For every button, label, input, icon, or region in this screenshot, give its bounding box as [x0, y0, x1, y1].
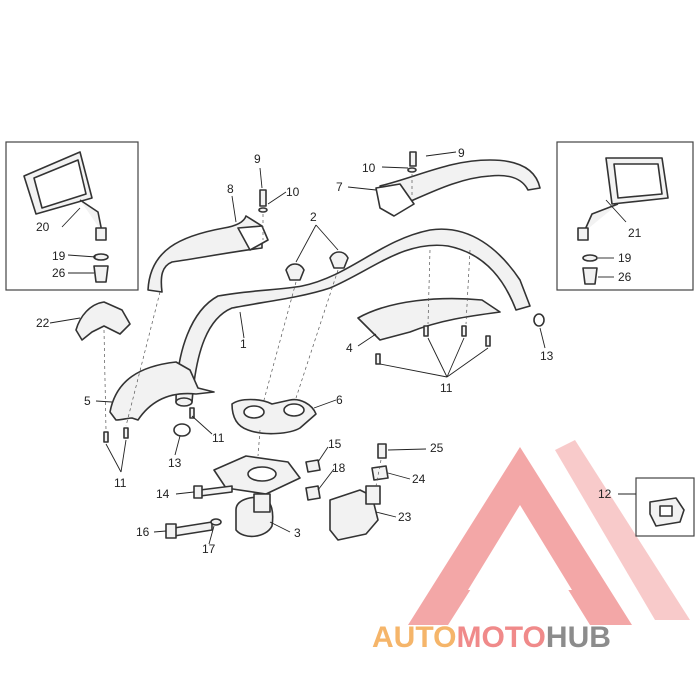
callout-12: 12 — [598, 487, 612, 501]
bolt-9-right — [409, 151, 417, 167]
callout-20: 20 — [36, 220, 50, 234]
right-mirror — [577, 157, 669, 241]
upper-right-handlebar — [379, 159, 541, 205]
left-mirror-inset-box — [5, 141, 139, 291]
callout-11-right: 11 — [440, 381, 453, 395]
riser-post — [253, 493, 271, 513]
callout-25: 25 — [430, 441, 444, 455]
washer-17 — [210, 518, 222, 526]
bolt-9-left — [259, 189, 267, 207]
callout-8: 8 — [227, 182, 234, 196]
handlebar-clamp-b — [329, 251, 349, 269]
callout-15: 15 — [328, 437, 342, 451]
left-handlebar-clamp — [237, 225, 269, 251]
assembly-lines — [103, 174, 471, 487]
left-mirror — [23, 151, 107, 241]
right-mirror-nut — [582, 254, 598, 285]
callout-18: 18 — [332, 461, 346, 475]
callout-labels: 20 19 26 22 8 9 10 2 7 10 9 21 19 26 1 4… — [36, 146, 642, 556]
handlebar-clamp-a — [285, 263, 305, 281]
callout-2: 2 — [310, 210, 317, 224]
bolt-14 — [199, 485, 233, 497]
callout-11-left: 11 — [114, 476, 127, 490]
callout-6: 6 — [336, 393, 343, 407]
callout-9-right: 9 — [458, 146, 465, 160]
lower-bracket-stud — [365, 485, 381, 505]
callout-17: 17 — [202, 542, 216, 556]
riser-top-clamp — [231, 398, 317, 435]
left-mounting-bracket — [109, 361, 215, 421]
callout-26-right: 26 — [618, 270, 632, 284]
watermark-logo-icon — [408, 440, 690, 625]
main-handlebar-tube — [175, 228, 531, 403]
callout-5: 5 — [84, 394, 91, 408]
screws-11 — [103, 325, 491, 443]
callout-4: 4 — [346, 341, 353, 355]
callout-10-right: 10 — [362, 161, 376, 175]
riser-bore — [247, 466, 277, 482]
watermark-part-auto: AUTO — [372, 621, 456, 654]
right-mounting-bracket — [357, 297, 501, 341]
bracket-plate-22 — [75, 301, 131, 341]
bolt-25 — [377, 443, 387, 459]
callout-26-left: 26 — [52, 266, 66, 280]
watermark-text: AUTOMOTOHUB — [372, 621, 611, 654]
callout-19-right: 19 — [618, 251, 632, 265]
callout-11-mid: 11 — [212, 431, 225, 445]
watermark-part-moto: MOTO — [456, 621, 545, 654]
part-12-inset-box — [635, 477, 695, 537]
callout-7: 7 — [336, 180, 343, 194]
callout-19-left: 19 — [52, 249, 66, 263]
bolt-14-head — [193, 485, 203, 499]
callout-10-left: 10 — [286, 185, 300, 199]
right-handlebar-clamp — [375, 183, 415, 217]
bolt-16 — [173, 521, 213, 537]
o-ring-13-left — [173, 423, 191, 437]
callout-22: 22 — [36, 316, 50, 330]
washer-10-left — [258, 207, 268, 213]
tube-end-left — [175, 397, 193, 407]
callout-23: 23 — [398, 510, 412, 524]
clip-nut-icon — [649, 497, 685, 527]
nut-24 — [371, 465, 389, 481]
nut-15 — [305, 459, 321, 473]
o-ring-13-right — [533, 313, 545, 327]
watermark-part-hub: HUB — [546, 621, 611, 654]
clamp-hole-right — [283, 403, 305, 417]
callout-14: 14 — [156, 487, 170, 501]
callout-21: 21 — [628, 226, 642, 240]
washer-10-right — [407, 167, 417, 173]
bolt-16-head — [165, 523, 177, 539]
callout-24: 24 — [412, 472, 426, 486]
callout-1: 1 — [240, 337, 247, 351]
clamp-hole-left — [243, 405, 265, 419]
leader-lines — [49, 151, 636, 545]
right-mirror-inset-box — [556, 141, 694, 291]
callout-9-left: 9 — [254, 152, 261, 166]
callout-13-right: 13 — [540, 349, 554, 363]
callout-13-left: 13 — [168, 456, 182, 470]
callout-16: 16 — [136, 525, 150, 539]
spacer-18 — [305, 485, 321, 501]
callout-3: 3 — [294, 526, 301, 540]
left-mirror-nut — [93, 253, 109, 283]
